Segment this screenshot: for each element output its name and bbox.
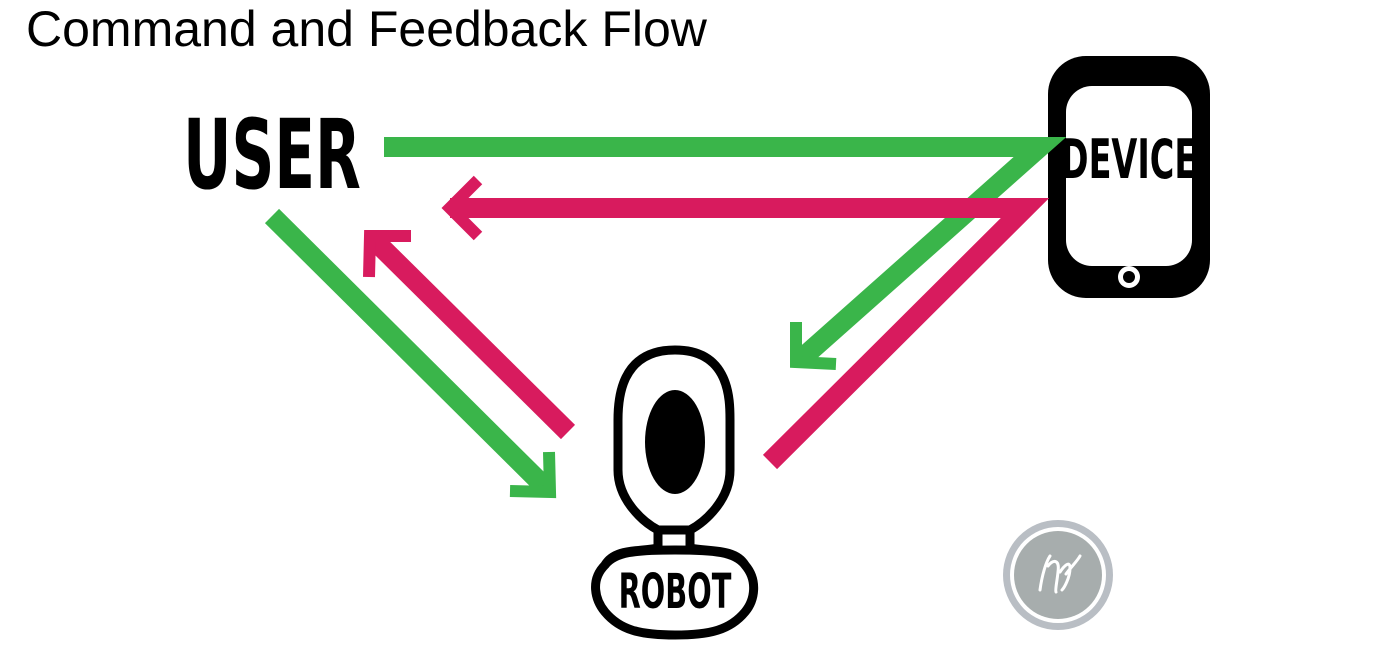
diagram-title: Command and Feedback Flow [26, 1, 707, 57]
device-label: DEVICE [1061, 128, 1197, 192]
nw-logo [1003, 520, 1113, 630]
command-arrow-user-to-device-to-robot [384, 137, 1067, 370]
user-label: USER [183, 99, 361, 211]
device-icon [1048, 56, 1210, 298]
robot-icon [591, 345, 759, 640]
robot-label: ROBOT [619, 564, 732, 620]
feedback-arrow-robot-to-device-to-user [441, 175, 1050, 470]
command-arrow-user-to-robot [264, 208, 557, 499]
feedback-arrow-robot-to-user [363, 230, 576, 440]
